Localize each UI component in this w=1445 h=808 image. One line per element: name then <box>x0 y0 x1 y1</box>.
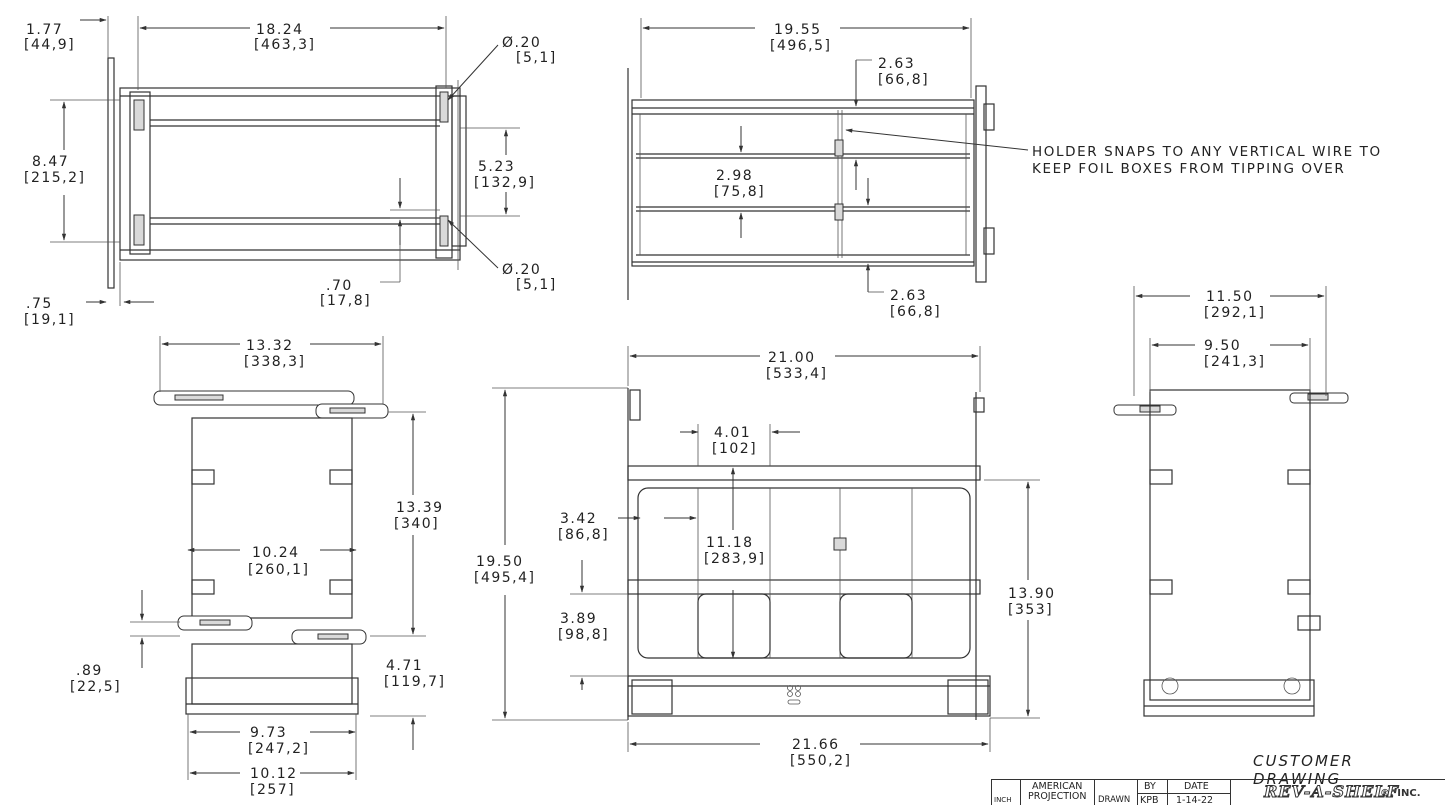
dim-4-01-mm: [102] <box>712 441 757 457</box>
dim-8-47-mm: [215,2] <box>24 170 86 186</box>
dim-10-12-mm: [257] <box>250 782 295 798</box>
dim-8-47: 8.47 <box>32 154 69 170</box>
dim-9-50-mm: [241,3] <box>1204 354 1266 370</box>
dim-10-12: 10.12 <box>250 766 298 782</box>
dim-18-24-mm: [463,3] <box>254 37 316 53</box>
dim-dia-20-top: Ø.20 <box>502 35 541 51</box>
dim-4-71: 4.71 <box>386 658 423 674</box>
dim-3-89: 3.89 <box>560 611 597 627</box>
dim-2-63-bottom: 2.63 <box>890 288 927 304</box>
dim-13-90: 13.90 <box>1008 586 1056 602</box>
dim-dia-20-bottom: Ø.20 <box>502 262 541 278</box>
dim-19-55: 19.55 <box>774 22 822 38</box>
dim-dia-20-top-mm: [5,1] <box>516 50 557 66</box>
dim-21-00-mm: [533,4] <box>766 366 828 382</box>
dim-11-18-mm: [283,9] <box>704 551 766 567</box>
brand-suffix: ®, INC. <box>1380 788 1421 799</box>
end-view <box>1113 389 1349 717</box>
dim-2-63-top: 2.63 <box>878 56 915 72</box>
dim-21-66-mm: [550,2] <box>790 753 852 769</box>
dim-2-98: 2.98 <box>716 168 753 184</box>
dim-19-50: 19.50 <box>476 554 524 570</box>
dim-13-39-mm: [340] <box>394 516 439 532</box>
dim-11-50-mm: [292,1] <box>1204 305 1266 321</box>
rev-a-shelf-logo: REV-A-SHELF <box>1264 782 1399 802</box>
dim-0-89: .89 <box>76 663 103 679</box>
note-line-2: KEEP FOIL BOXES FROM TIPPING OVER <box>1032 161 1345 177</box>
dim-3-42-mm: [86,8] <box>558 527 609 543</box>
dim-1-77-mm: [44,9] <box>24 37 75 53</box>
drawn-label: DRAWN <box>1098 795 1131 805</box>
front-view-left <box>153 390 389 715</box>
side-view-bottom <box>627 388 991 720</box>
dim-21-66: 21.66 <box>792 737 840 753</box>
dim-4-01: 4.01 <box>714 425 751 441</box>
dim-2-63-top-mm: [66,8] <box>878 72 929 88</box>
dim-9-73-mm: [247,2] <box>248 741 310 757</box>
dim-5-23-mm: [132,9] <box>474 175 536 191</box>
dim-4-71-mm: [119,7] <box>384 674 446 690</box>
dim-10-24-mm: [260,1] <box>248 562 310 578</box>
dim-13-90-mm: [353] <box>1008 602 1053 618</box>
dim-0-89-mm: [22,5] <box>70 679 121 695</box>
note-line-1: HOLDER SNAPS TO ANY VERTICAL WIRE TO <box>1032 144 1382 160</box>
dim-9-73: 9.73 <box>250 725 287 741</box>
top-view <box>107 57 467 289</box>
dim-13-32-mm: [338,3] <box>244 354 306 370</box>
dim-0-75: .75 <box>26 296 53 312</box>
dim-19-50-mm: [495,4] <box>474 570 536 586</box>
dim-19-55-mm: [496,5] <box>770 38 832 54</box>
dim-0-75-mm: [19,1] <box>24 312 75 328</box>
dim-9-50: 9.50 <box>1204 338 1241 354</box>
dim-13-32: 13.32 <box>246 338 294 354</box>
date-header: DATE <box>1184 781 1209 792</box>
dim-2-98-mm: [75,8] <box>714 184 765 200</box>
dim-0-70-mm: [17,8] <box>320 293 371 309</box>
dim-21-00: 21.00 <box>768 350 816 366</box>
drawn-date: 1-14-22 <box>1176 795 1214 806</box>
dim-1-77: 1.77 <box>26 22 63 38</box>
drawn-by: KPB <box>1140 795 1159 806</box>
dim-3-42: 3.42 <box>560 511 597 527</box>
dim-10-24: 10.24 <box>252 545 300 561</box>
title-block-row-label: INCH <box>994 796 1012 804</box>
title-block: INCH AMERICAN PROJECTION BY DATE DRAWN K… <box>991 779 1445 806</box>
dim-11-18: 11.18 <box>706 535 754 551</box>
projection-line-1: AMERICAN <box>1032 781 1083 792</box>
dim-18-24: 18.24 <box>256 22 304 38</box>
dim-3-89-mm: [98,8] <box>558 627 609 643</box>
dim-0-70: .70 <box>326 278 353 294</box>
by-header: BY <box>1144 781 1156 792</box>
dim-2-63-bottom-mm: [66,8] <box>890 304 941 320</box>
dim-13-39: 13.39 <box>396 500 444 516</box>
dim-5-23: 5.23 <box>478 159 515 175</box>
dim-11-50: 11.50 <box>1206 289 1254 305</box>
dim-dia-20-bottom-mm: [5,1] <box>516 277 557 293</box>
side-view <box>627 68 995 300</box>
projection-line-2: PROJECTION <box>1028 791 1087 802</box>
